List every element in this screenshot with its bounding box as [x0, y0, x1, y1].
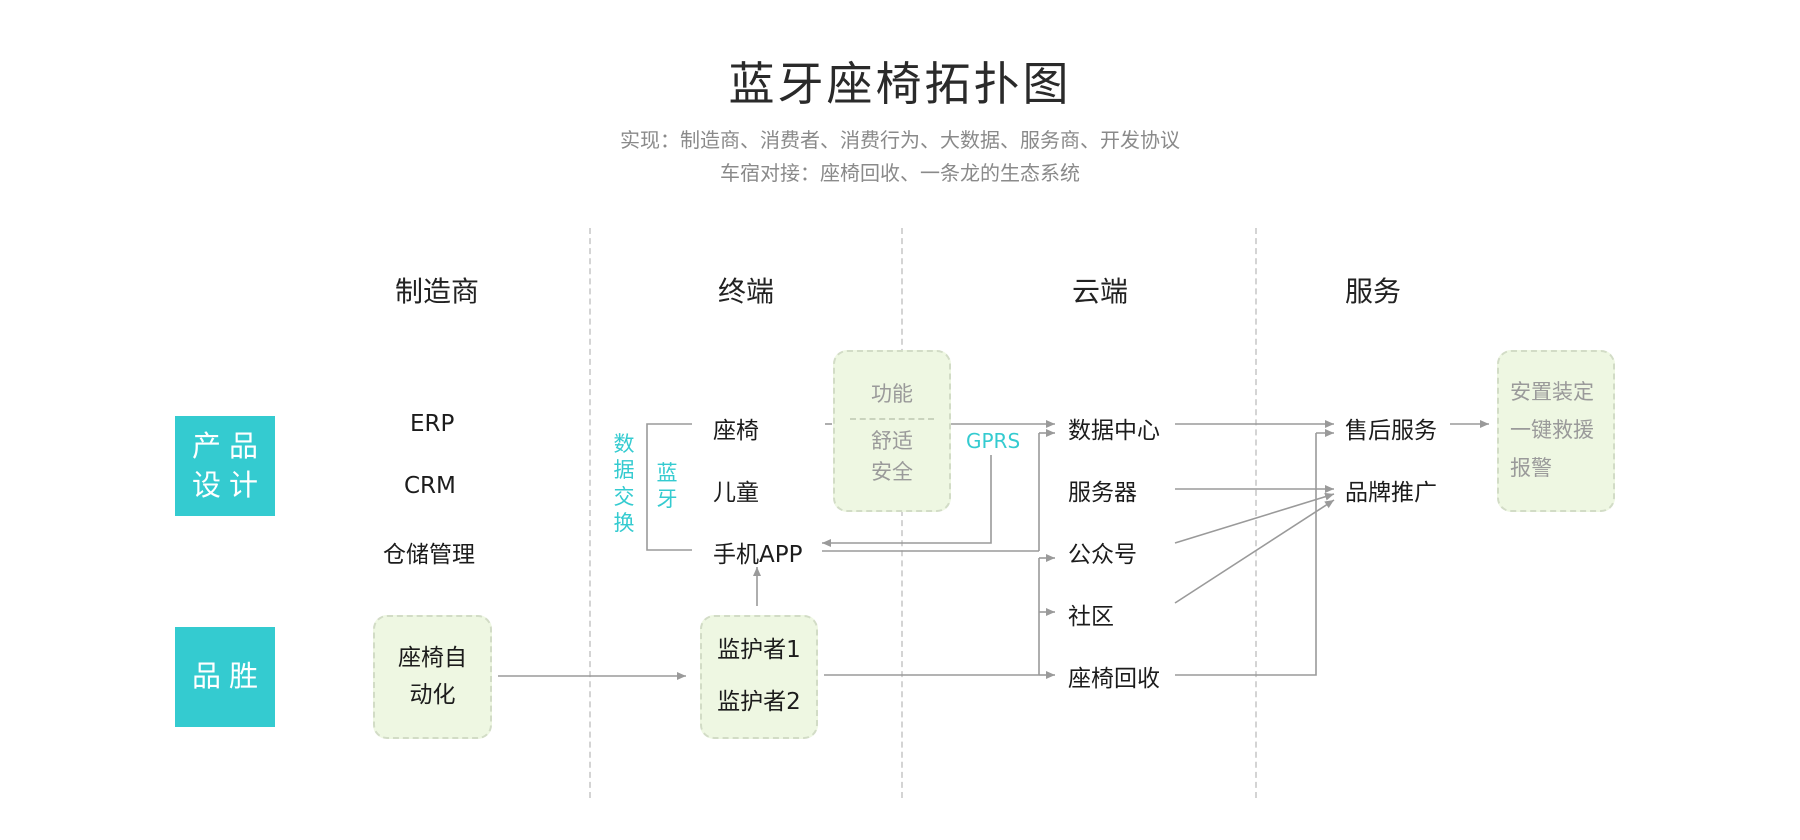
function-box-item-safety: 安全: [871, 460, 913, 485]
manufacturer-item-erp: ERP: [410, 411, 455, 437]
column-header-manufacturer: 制造商: [394, 275, 479, 308]
terminal-item-child: 儿童: [713, 480, 759, 506]
rescue-box: 安置装定一键救援报警: [1497, 350, 1615, 512]
cloud-item-data-center: 数据中心: [1068, 418, 1160, 444]
column-header-cloud: 云端: [1071, 275, 1128, 308]
bluetooth-bracket: [646, 423, 692, 551]
manufacturer-item-warehouse: 仓储管理: [383, 542, 475, 568]
cloud-item-official-account: 公众号: [1068, 542, 1137, 568]
gprs-to-app-arrow: [822, 455, 992, 547]
function-box: 功能 舒适 安全: [833, 350, 951, 512]
guardian-1-label: 监护者1: [717, 637, 801, 664]
column-divider: [589, 228, 591, 798]
gprs-label: GPRS: [966, 429, 1021, 453]
manufacturer-item-crm: CRM: [404, 473, 456, 499]
cloud-item-server: 服务器: [1068, 480, 1137, 506]
service-item-brand-promotion: 品牌推广: [1345, 480, 1437, 506]
function-box-item-comfort: 舒适: [871, 428, 913, 453]
column-header-service: 服务: [1344, 275, 1401, 308]
cloud-item-community: 社区: [1068, 604, 1114, 630]
column-divider: [1255, 228, 1257, 798]
recycle-to-service-line: [1175, 433, 1317, 676]
guardian-box: 监护者1 监护者2: [700, 615, 818, 739]
subtitle-line-1: 实现：制造商、消费者、消费行为、大数据、服务商、开发协议: [620, 128, 1180, 152]
column-divider: [901, 228, 903, 798]
terminal-item-phone-app: 手机APP: [713, 542, 803, 568]
diagram-title: 蓝牙座椅拓扑图: [728, 57, 1072, 111]
service-item-after-sales: 售后服务: [1345, 418, 1437, 444]
badge-product-design: 产品设计: [175, 416, 275, 516]
terminal-item-seat: 座椅: [713, 418, 759, 444]
cloud-item-seat-recycling: 座椅回收: [1068, 666, 1160, 692]
seat-automation-label: 座椅自动化: [398, 645, 467, 708]
subtitle-line-2: 车宿对接：座椅回收、一条龙的生态系统: [720, 161, 1080, 185]
badge-product-design-label: 产品设计: [191, 428, 266, 502]
column-header-terminal: 终端: [717, 275, 774, 308]
rescue-box-label: 安置装定一键救援报警: [1510, 380, 1594, 480]
community-to-brand-arrow: [1174, 499, 1335, 604]
badge-brand-label: 品胜: [191, 659, 266, 694]
badge-brand: 品胜: [175, 627, 275, 727]
wechat-to-brand-arrow: [1174, 492, 1335, 544]
function-box-separator: [850, 417, 934, 420]
seat-automation-box: 座椅自动化: [373, 615, 492, 739]
data-exchange-label: 数据交换: [613, 432, 635, 535]
bluetooth-label: 蓝牙: [656, 461, 678, 512]
guardian-2-label: 监护者2: [717, 689, 801, 715]
function-box-title: 功能: [871, 382, 913, 406]
